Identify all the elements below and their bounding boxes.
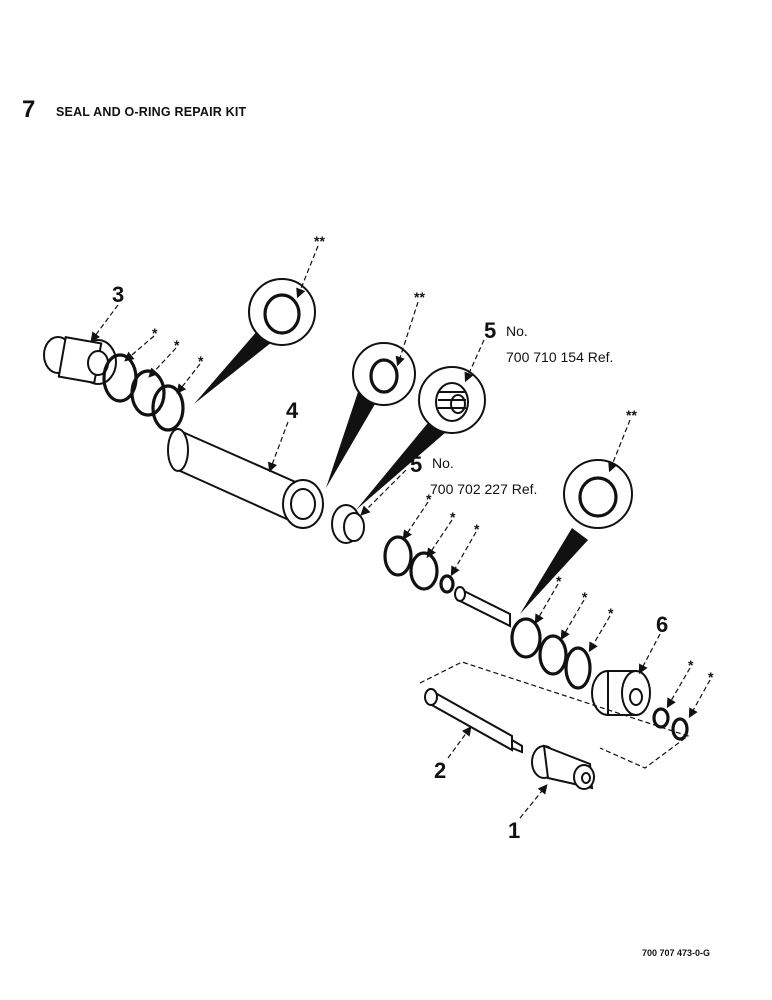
rod-segment — [454, 586, 511, 628]
gland-part-6 — [591, 670, 651, 716]
ref-lower-part: 700 702 227 Ref. — [430, 481, 537, 497]
ref-lower-no: No. — [432, 455, 454, 471]
o-ring — [538, 634, 568, 676]
o-ring — [130, 369, 166, 417]
o-ring — [510, 617, 542, 659]
callout-5-upper: 5 — [484, 318, 496, 343]
marker-double: ** — [626, 407, 637, 423]
drawing-number: 700 707 473-0-G — [642, 948, 711, 958]
callout-4: 4 — [286, 398, 299, 423]
detail-bubble-piston — [356, 366, 486, 510]
marker-single: * — [174, 337, 180, 353]
marker-single: * — [450, 509, 456, 525]
o-ring — [151, 384, 185, 432]
marker-single: * — [474, 521, 480, 537]
marker-double: ** — [414, 289, 425, 305]
detail-bubble — [520, 459, 633, 614]
o-ring — [383, 535, 413, 577]
piston-part-5 — [331, 504, 365, 544]
o-ring — [671, 717, 689, 741]
clevis-part-1 — [531, 744, 595, 790]
marker-single: * — [556, 573, 562, 589]
barrel-part-4 — [167, 428, 324, 529]
callout-2: 2 — [434, 758, 446, 783]
o-ring — [439, 574, 455, 594]
ref-upper-part: 700 710 154 Ref. — [506, 349, 613, 365]
end-cap-part-3 — [43, 336, 117, 385]
callout-3: 3 — [112, 282, 124, 307]
ref-upper-no: No. — [506, 323, 528, 339]
callout-1: 1 — [508, 818, 520, 843]
section-number: 7 — [22, 96, 36, 123]
section-title: SEAL AND O-RING REPAIR KIT — [56, 105, 247, 119]
rod-part-2 — [424, 688, 523, 754]
marker-single: * — [708, 669, 714, 685]
callout-5-lower: 5 — [410, 452, 422, 477]
o-ring — [409, 551, 439, 591]
detail-bubble — [194, 278, 316, 404]
o-ring — [652, 707, 670, 729]
marker-single: * — [152, 325, 158, 341]
marker-single: * — [608, 605, 614, 621]
marker-single: * — [688, 657, 694, 673]
callout-6: 6 — [656, 612, 668, 637]
marker-single: * — [582, 589, 588, 605]
o-ring — [564, 646, 592, 690]
marker-single: * — [198, 353, 204, 369]
marker-double: ** — [314, 233, 325, 249]
marker-single: * — [426, 491, 432, 507]
